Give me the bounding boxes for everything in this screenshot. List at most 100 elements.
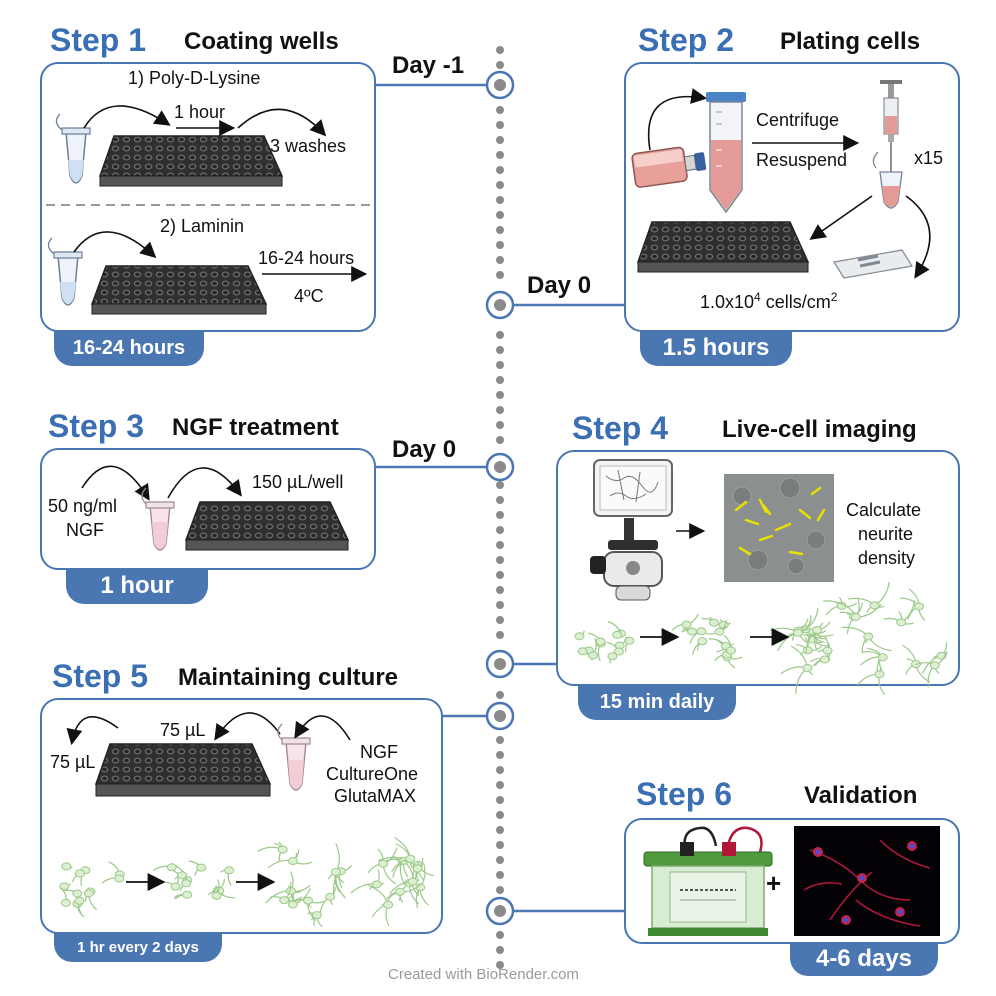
step3-title: NGF treatment bbox=[172, 414, 339, 441]
timeline-dot bbox=[496, 601, 504, 609]
timeline-dot bbox=[496, 406, 504, 414]
step4-cell-progression bbox=[574, 581, 949, 696]
timeline-dot bbox=[496, 931, 504, 939]
timeline-dot bbox=[496, 796, 504, 804]
timeline-marker-imaging bbox=[485, 649, 515, 679]
cell-body bbox=[681, 620, 692, 629]
timeline-dot bbox=[496, 586, 504, 594]
step5-number: Step 5 bbox=[52, 658, 149, 694]
cell-body bbox=[395, 887, 405, 896]
timeline-marker-validation bbox=[485, 896, 515, 926]
step1-tube-pdl bbox=[55, 113, 91, 184]
cell-body bbox=[588, 651, 598, 660]
cell-body bbox=[613, 647, 624, 656]
step1-plate-laminin bbox=[90, 265, 268, 315]
step5-cell-progression bbox=[59, 836, 434, 928]
step1-label-washes: 3 washes bbox=[270, 136, 347, 156]
step3-number: Step 3 bbox=[48, 408, 145, 444]
timeline-dot bbox=[496, 136, 504, 144]
cell-body bbox=[822, 646, 833, 655]
step4-monitor bbox=[593, 459, 673, 517]
step1-number: Step 1 bbox=[50, 22, 147, 58]
timeline-dots bbox=[496, 46, 504, 969]
cell-body bbox=[114, 874, 125, 883]
step3-tube-ngf bbox=[141, 487, 175, 551]
timeline-dot bbox=[496, 631, 504, 639]
timeline-dot bbox=[496, 481, 504, 489]
step6-title: Validation bbox=[804, 782, 918, 809]
timeline-dot bbox=[496, 526, 504, 534]
cell-body bbox=[303, 896, 313, 905]
step4-label-density: density bbox=[858, 548, 916, 568]
timeline-dot bbox=[496, 121, 504, 129]
timeline-marker-day-minus1 bbox=[485, 70, 515, 100]
cell-body bbox=[405, 854, 416, 863]
timeline-dot bbox=[496, 946, 504, 954]
timeline-dot bbox=[496, 151, 504, 159]
step2-label-resuspend: Resuspend bbox=[756, 150, 848, 170]
cell-body bbox=[415, 883, 426, 892]
cell-body bbox=[279, 896, 290, 905]
step4-duration-badge: 15 min daily bbox=[578, 684, 736, 720]
step5-arrow-add-medium bbox=[214, 712, 281, 741]
step2-syringe bbox=[880, 80, 902, 172]
timeline-dot bbox=[496, 811, 504, 819]
step5-label-glutamax: GlutaMAX bbox=[334, 786, 417, 806]
step2-title: Plating cells bbox=[780, 28, 921, 55]
cell-body bbox=[311, 911, 322, 920]
timeline-dot bbox=[496, 271, 504, 279]
step5-label-add-volume: 75 µL bbox=[160, 720, 206, 740]
cell-body bbox=[709, 618, 719, 627]
step1-arrow-add-laminin bbox=[73, 231, 157, 259]
cell-body bbox=[181, 879, 192, 888]
step5-label-cultureone: CultureOne bbox=[326, 764, 419, 784]
day-label-day0-plating: Day 0 bbox=[527, 272, 592, 299]
step5-duration-badge: 1 hr every 2 days bbox=[54, 932, 222, 962]
cell-body bbox=[812, 626, 823, 634]
timeline-dot bbox=[496, 841, 504, 849]
timeline-dot bbox=[496, 736, 504, 744]
cell-body bbox=[166, 863, 177, 872]
cell-body bbox=[726, 646, 736, 655]
cell-body bbox=[869, 601, 880, 610]
cell-body bbox=[287, 857, 298, 865]
timeline-dot bbox=[496, 496, 504, 504]
timeline-dot bbox=[496, 751, 504, 759]
density-unit: cells/cm bbox=[760, 292, 831, 312]
cell-body bbox=[74, 896, 85, 905]
step4-label-calculate: Calculate bbox=[846, 500, 922, 520]
timeline-marker-day0-plating bbox=[485, 290, 515, 320]
timeline-dot bbox=[496, 331, 504, 339]
step5-arrow-supplements bbox=[294, 715, 351, 741]
cell-body bbox=[74, 869, 85, 878]
step2-hemocytometer bbox=[832, 249, 914, 279]
timeline-dot bbox=[496, 556, 504, 564]
step3-duration-badge: 1 hour bbox=[66, 568, 208, 604]
timeline-dot bbox=[496, 886, 504, 894]
timeline-dot bbox=[496, 106, 504, 114]
timeline-dot bbox=[496, 541, 504, 549]
step3-label-ngf: NGF bbox=[66, 520, 104, 540]
step1-tube-laminin bbox=[47, 237, 83, 306]
step4-title: Live-cell imaging bbox=[722, 416, 917, 443]
step3-plate bbox=[184, 501, 350, 551]
step6-duration-badge: 4-6 days bbox=[790, 942, 938, 976]
density-base: 1.0x10 bbox=[700, 292, 755, 312]
cell-body bbox=[574, 632, 585, 641]
step5-title: Maintaining culture bbox=[178, 664, 399, 691]
density-exponent: 4 bbox=[754, 290, 761, 304]
cell-body bbox=[697, 637, 708, 646]
cell-body bbox=[929, 661, 940, 670]
timeline-dot bbox=[496, 781, 504, 789]
step4-microscope bbox=[590, 518, 663, 601]
step3-arrow-to-plate bbox=[167, 467, 242, 499]
step2-conical-tube bbox=[706, 92, 746, 214]
cell-body bbox=[196, 863, 207, 872]
cell-body bbox=[714, 627, 725, 636]
cell-body bbox=[383, 900, 394, 909]
step2-label-x15: x15 bbox=[914, 148, 944, 168]
cell-body bbox=[612, 630, 623, 639]
